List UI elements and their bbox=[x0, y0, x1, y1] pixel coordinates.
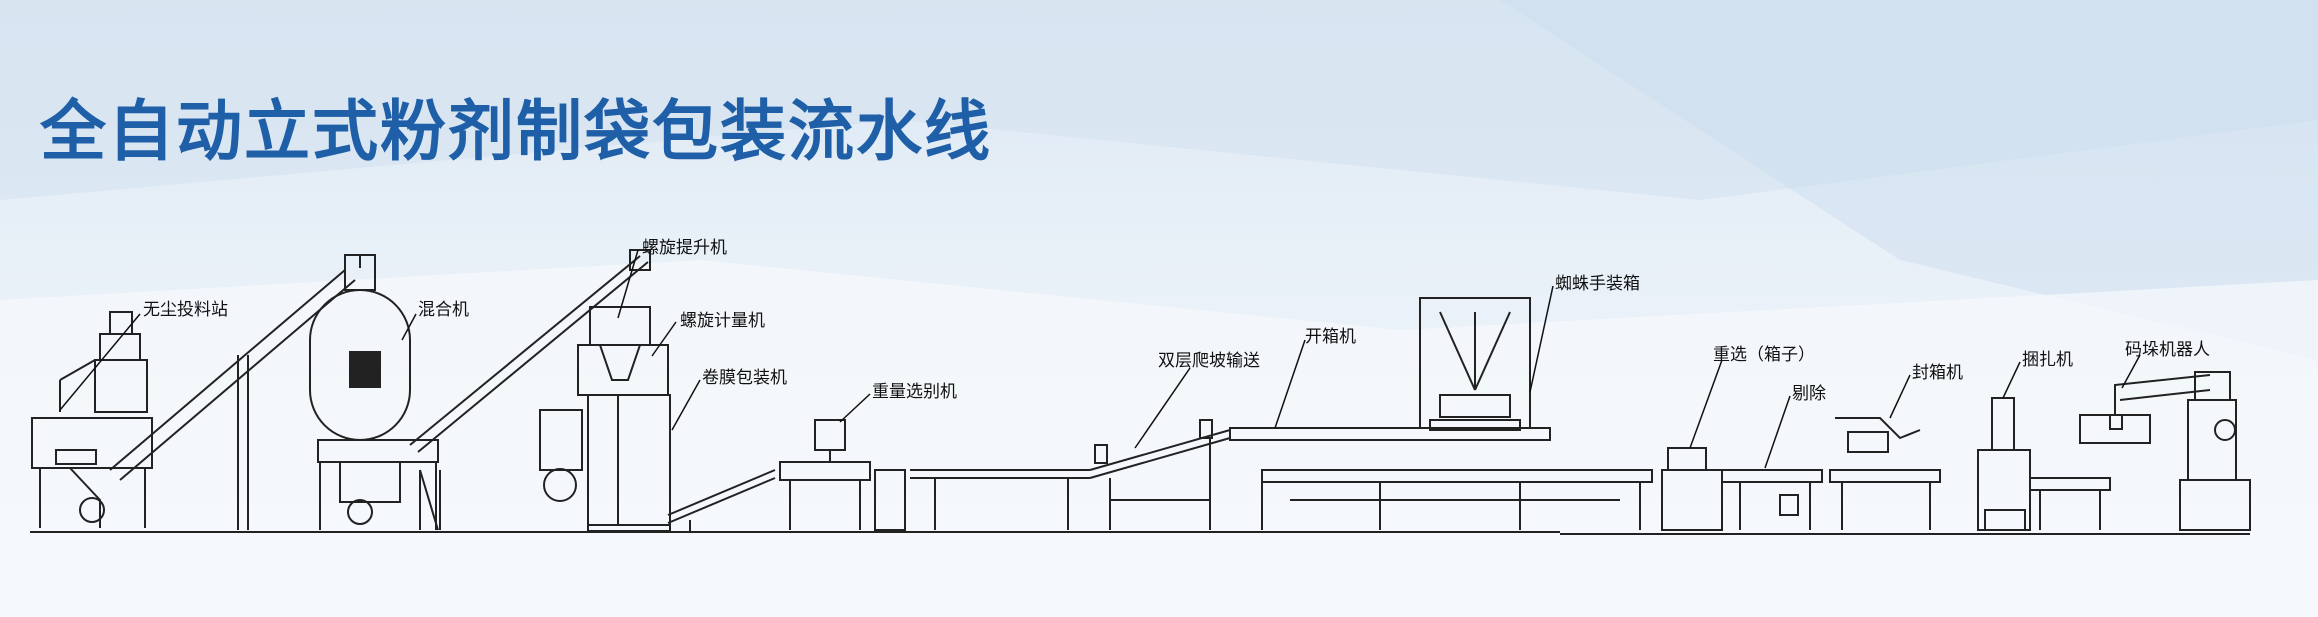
metering-packer-machine bbox=[539, 306, 671, 532]
reject-unit bbox=[1721, 469, 1823, 530]
label-weight-sorter: 重量选别机 bbox=[872, 382, 957, 402]
dust-free-station-machine bbox=[31, 311, 153, 528]
box-sealer-machine bbox=[1829, 417, 1941, 530]
spider-packer-machine bbox=[1419, 297, 1531, 431]
label-reject: 剔除 bbox=[1792, 384, 1826, 404]
strapping-machine bbox=[1977, 397, 2031, 531]
label-reweigh-box: 重选（箱子） bbox=[1713, 345, 1815, 365]
roller-conveyor bbox=[2029, 477, 2111, 530]
label-screw-metering: 螺旋计量机 bbox=[680, 311, 765, 331]
label-screw-elevator: 螺旋提升机 bbox=[642, 238, 727, 258]
output-incline-conveyor bbox=[667, 469, 776, 532]
mixer-machine bbox=[309, 254, 439, 531]
callout-lines bbox=[59, 249, 2141, 469]
page-title: 全自动立式粉剂制袋包装流水线 bbox=[40, 93, 992, 170]
label-box-sealer: 封箱机 bbox=[1912, 363, 1963, 383]
label-palletizing-robot: 码垛机器人 bbox=[2125, 340, 2210, 360]
label-strapping-machine: 捆扎机 bbox=[2022, 350, 2073, 370]
reweigh-box-machine bbox=[1661, 447, 1723, 531]
label-roll-film-packer: 卷膜包装机 bbox=[702, 368, 787, 388]
label-dust-free-station: 无尘投料站 bbox=[143, 300, 228, 320]
label-double-climb-conveyor: 双层爬坡输送 bbox=[1158, 351, 1260, 371]
flat-conveyor bbox=[910, 469, 1090, 530]
box-opener-machine bbox=[1229, 427, 1653, 530]
label-mixer: 混合机 bbox=[418, 300, 469, 320]
machine-labels: 无尘投料站 混合机 螺旋提升机 螺旋计量机 卷膜包装机 重量选别机 双层爬坡输送… bbox=[143, 238, 2210, 404]
double-climb-conveyor-machine bbox=[1089, 419, 1231, 530]
weight-sorter-machine bbox=[779, 419, 906, 531]
label-spider-packer: 蜘蛛手装箱 bbox=[1555, 274, 1640, 294]
palletizing-robot-machine bbox=[2079, 371, 2251, 531]
feed-screw-conveyor bbox=[109, 269, 356, 530]
screw-elevator-machine bbox=[409, 249, 651, 530]
label-box-opener: 开箱机 bbox=[1305, 327, 1356, 347]
